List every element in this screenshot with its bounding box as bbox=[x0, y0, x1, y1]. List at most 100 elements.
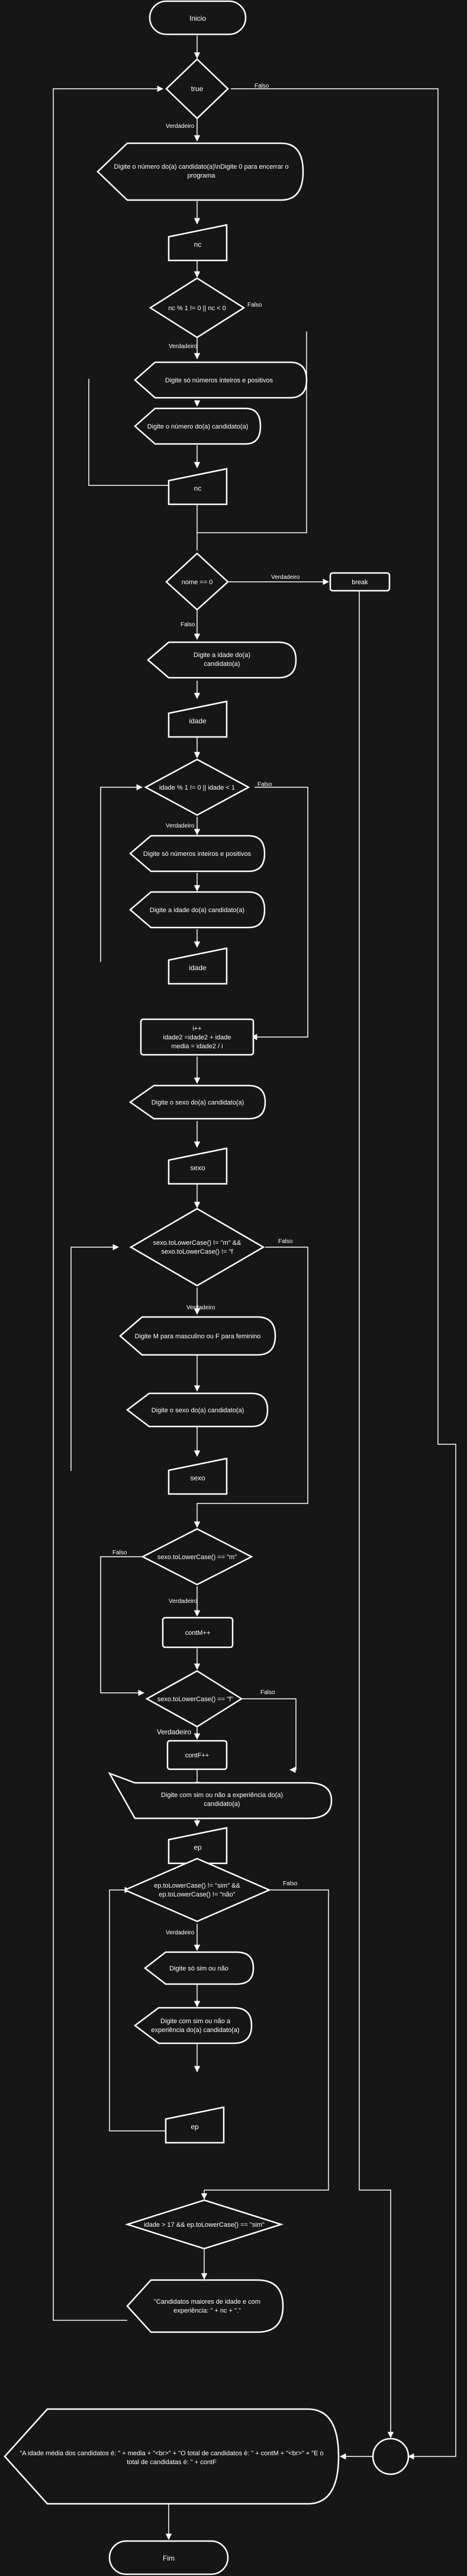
svg-text:Digite o sexo do(a) candidato(: Digite o sexo do(a) candidato(a) bbox=[152, 1099, 244, 1106]
svg-text:contM++: contM++ bbox=[185, 1630, 211, 1637]
input-ep-retry: ep bbox=[165, 2106, 225, 2144]
svg-text:nc: nc bbox=[194, 484, 202, 492]
input-nc-retry: nc bbox=[168, 468, 228, 505]
merge-connector bbox=[372, 2437, 410, 2475]
display-final-result: "A idade média dos candidatos é: " + med… bbox=[4, 2408, 340, 2505]
decision-check-nc: nc % 1 != 0 || nc < 0 bbox=[149, 277, 246, 339]
svg-text:nc: nc bbox=[194, 240, 202, 249]
svg-text:"A idade média dos candidatos: "A idade média dos candidatos é: " + med… bbox=[20, 2450, 323, 2457]
edge-label-false: Falso bbox=[247, 302, 262, 308]
input-nc: nc bbox=[168, 224, 228, 262]
svg-text:sexo: sexo bbox=[190, 1164, 205, 1172]
edge-label-false: Falso bbox=[260, 1689, 275, 1696]
svg-text:i++: i++ bbox=[192, 1025, 201, 1032]
edge-label-true: Verdadeiro bbox=[166, 823, 195, 829]
decision-sexo-f: sexo.toLowerCase() == "f" bbox=[145, 1670, 243, 1728]
svg-text:Digite a idade do(a): Digite a idade do(a) bbox=[194, 652, 250, 659]
svg-text:Digite só números inteiros e p: Digite só números inteiros e positivos bbox=[165, 377, 273, 384]
svg-text:ep: ep bbox=[191, 2123, 199, 2131]
display-reprompt-sexo: Digite o sexo do(a) candidato(a) bbox=[125, 1392, 269, 1428]
svg-text:sexo.toLowerCase() == "f": sexo.toLowerCase() == "f" bbox=[157, 1696, 233, 1703]
edge-label-true: Verdadeiro bbox=[271, 574, 300, 581]
svg-text:Digite o número do(a) candidat: Digite o número do(a) candidato(a)\nDigi… bbox=[114, 163, 288, 170]
svg-text:Digite o sexo do(a) candidato(: Digite o sexo do(a) candidato(a) bbox=[152, 1407, 244, 1414]
display-candidatos-result: "Candidatos maiores de idade e com exper… bbox=[126, 2279, 284, 2333]
svg-text:"Candidatos maiores de idade e: "Candidatos maiores de idade e com bbox=[154, 2298, 260, 2305]
display-error-sexo: Digite M para masculino ou F para femini… bbox=[119, 1316, 276, 1356]
display-error-ep: Digite só sim ou não bbox=[143, 1951, 255, 1985]
svg-text:Digite o número do(a) candidat: Digite o número do(a) candidato(a) bbox=[147, 423, 249, 430]
input-idade-retry: idade bbox=[168, 947, 228, 985]
svg-text:programa: programa bbox=[187, 172, 215, 179]
svg-text:Digite só números inteiros e p: Digite só números inteiros e positivos bbox=[143, 851, 252, 858]
input-sexo: sexo bbox=[168, 1147, 228, 1185]
svg-text:sexo: sexo bbox=[190, 1474, 205, 1482]
svg-text:sexo.toLowerCase() == "m": sexo.toLowerCase() == "m" bbox=[157, 1554, 237, 1561]
svg-text:idade: idade bbox=[189, 717, 207, 725]
connectors bbox=[53, 36, 456, 2540]
start-terminal: Inicio bbox=[149, 0, 247, 36]
display-reprompt-idade: Digite a idade do(a) candidato(a) bbox=[129, 891, 266, 929]
svg-text:ep.toLowerCase() != "não": ep.toLowerCase() != "não" bbox=[159, 1891, 235, 1898]
edge-label-false: Falso bbox=[181, 622, 195, 628]
process-break: break bbox=[329, 572, 391, 592]
edge-label-false: Falso bbox=[278, 1238, 293, 1245]
edge-label-true: Verdadeiro bbox=[186, 1305, 215, 1311]
decision-nome-zero: nome == 0 bbox=[165, 552, 229, 611]
process-cont-f: contF++ bbox=[166, 1740, 228, 1770]
svg-text:media = idade2 / i: media = idade2 / i bbox=[171, 1043, 223, 1050]
svg-text:ep.toLowerCase() != "sim" &&: ep.toLowerCase() != "sim" && bbox=[154, 1882, 240, 1889]
display-error-idade: Digite só números inteiros e positivos bbox=[129, 835, 266, 872]
svg-text:sexo.toLowerCase() != "m" &&: sexo.toLowerCase() != "m" && bbox=[153, 1239, 241, 1247]
display-error-nc: Digite só números inteiros e positivos bbox=[134, 361, 308, 399]
svg-text:Digite com sim ou não a: Digite com sim ou não a bbox=[160, 2018, 231, 2025]
decision-sexo-m: sexo.toLowerCase() == "m" bbox=[141, 1528, 253, 1586]
svg-text:nome == 0: nome == 0 bbox=[182, 579, 213, 586]
decision-while-true: true bbox=[165, 58, 229, 120]
edge-label-false: Falso bbox=[257, 781, 272, 788]
edge-label-true: Verdadeiro bbox=[166, 1930, 195, 1936]
svg-text:ep: ep bbox=[194, 1843, 202, 1852]
input-ep: ep bbox=[168, 1827, 228, 1865]
svg-text:Inicio: Inicio bbox=[189, 14, 206, 22]
svg-text:idade2 =idade2 + idade: idade2 =idade2 + idade bbox=[163, 1034, 231, 1041]
input-sexo-retry: sexo bbox=[168, 1457, 228, 1495]
svg-text:Digite a idade do(a) candidato: Digite a idade do(a) candidato(a) bbox=[150, 907, 244, 914]
edge-label-true: Verdadeiro bbox=[157, 1728, 191, 1736]
svg-text:sexo.toLowerCase() != "f: sexo.toLowerCase() != "f bbox=[162, 1248, 234, 1255]
svg-text:candidato(a): candidato(a) bbox=[204, 1801, 240, 1808]
decision-check-sexo: sexo.toLowerCase() != "m" && sexo.toLowe… bbox=[129, 1208, 265, 1287]
display-prompt-idade: Digite a idade do(a) candidato(a) bbox=[147, 641, 297, 679]
svg-text:Fim: Fim bbox=[163, 2554, 175, 2562]
svg-text:Digite com sim ou não a experi: Digite com sim ou não a experiência do(a… bbox=[161, 1792, 283, 1799]
decision-check-ep: ep.toLowerCase() != "sim" && ep.toLowerC… bbox=[123, 1857, 272, 1923]
input-idade: idade bbox=[168, 700, 228, 738]
process-cont-m: contM++ bbox=[162, 1617, 234, 1648]
svg-text:candidato(a): candidato(a) bbox=[204, 661, 240, 668]
edge-labels: Falso Verdadeiro Falso Verdadeiro Verdad… bbox=[112, 83, 300, 1936]
svg-text:experiência: " + nc + ".": experiência: " + nc + "." bbox=[173, 2307, 241, 2314]
svg-text:nc % 1 != 0 || nc < 0: nc % 1 != 0 || nc < 0 bbox=[168, 305, 226, 312]
process-media: i++ idade2 =idade2 + idade media = idade… bbox=[140, 1018, 255, 1056]
edge-label-true: Verdadeiro bbox=[166, 123, 195, 130]
svg-text:idade > 17 && ep.toLowerCase(): idade > 17 && ep.toLowerCase() == "sim" bbox=[144, 2221, 265, 2229]
display-prompt-sexo: Digite o sexo do(a) candidato(a) bbox=[128, 1084, 266, 1120]
svg-text:Digite M para masculino ou F p: Digite M para masculino ou F para femini… bbox=[135, 1333, 261, 1340]
edge-label-false: Falso bbox=[255, 83, 269, 89]
edge-label-false: Falso bbox=[283, 1881, 298, 1887]
edge-label-true: Verdadeiro bbox=[169, 343, 198, 350]
decision-check-idade: idade % 1 != 0 || idade < 1 bbox=[144, 758, 250, 816]
display-reprompt-ep: Digite com sim ou não a experiência do(a… bbox=[133, 2007, 253, 2044]
svg-text:experiência do(a) candidato(a): experiência do(a) candidato(a) bbox=[151, 2027, 239, 2034]
display-prompt-exp: Digite com sim ou não a experiência do(a… bbox=[108, 1772, 333, 1820]
svg-text:break: break bbox=[352, 579, 368, 586]
svg-text:total de candidatas é: " + con: total de candidatas é: " + contF bbox=[127, 2459, 217, 2466]
decision-final: idade > 17 && ep.toLowerCase() == "sim" bbox=[124, 2199, 284, 2250]
display-prompt-nc: Digite o número do(a) candidato(a)\nDigi… bbox=[96, 142, 304, 201]
svg-text:idade % 1 != 0 || idade < 1: idade % 1 != 0 || idade < 1 bbox=[159, 784, 235, 791]
end-terminal: Fim bbox=[108, 2540, 229, 2575]
svg-text:Digite só sim ou não: Digite só sim ou não bbox=[169, 1965, 228, 1972]
display-reprompt-nc: Digite o número do(a) candidato(a) bbox=[134, 407, 262, 445]
svg-text:contF++: contF++ bbox=[185, 1752, 209, 1759]
